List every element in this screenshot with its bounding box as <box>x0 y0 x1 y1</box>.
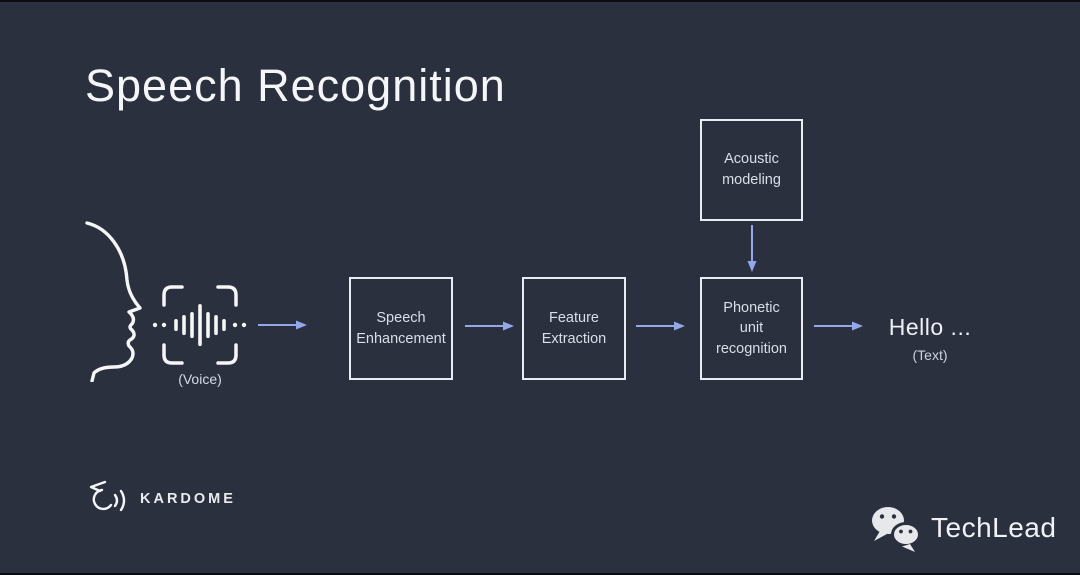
top-edge-strip <box>0 0 1080 2</box>
output-text: Hello ... <box>888 314 972 340</box>
voice-input-label: (Voice) <box>178 371 222 387</box>
arrow-extraction-to-phonetic <box>636 321 685 331</box>
box-feature-extraction: Feature Extraction <box>522 277 626 380</box>
waveform-bars <box>152 304 247 346</box>
arrow-phonetic-to-output <box>814 321 863 331</box>
arrow-enhancement-to-extraction <box>465 321 514 331</box>
wechat-icon <box>872 507 921 552</box>
kardome-logo: KARDOME <box>86 478 236 520</box>
box-phonetic-unit-recognition: Phonetic unit recognition <box>700 277 803 380</box>
output-label: (Text) <box>912 347 948 363</box>
kardome-wordmark: KARDOME <box>140 491 236 507</box>
output-group: Hello ... (Text) <box>880 314 980 363</box>
box-acoustic-modeling: Acoustic modeling <box>700 119 803 221</box>
page-title: Speech Recognition <box>85 60 506 111</box>
arrow-acoustic-to-phonetic <box>747 225 757 272</box>
voice-scan-icon <box>152 285 247 365</box>
box-speech-enhancement: Speech Enhancement <box>349 277 453 380</box>
kardome-face-waves-icon <box>89 480 126 512</box>
arrow-voice-to-enhancement <box>258 320 307 330</box>
techlead-wordmark: TechLead <box>931 512 1057 543</box>
bottom-edge-strip <box>0 573 1080 575</box>
techlead-logo: TechLead <box>869 503 1056 553</box>
face-profile-icon <box>85 221 142 382</box>
